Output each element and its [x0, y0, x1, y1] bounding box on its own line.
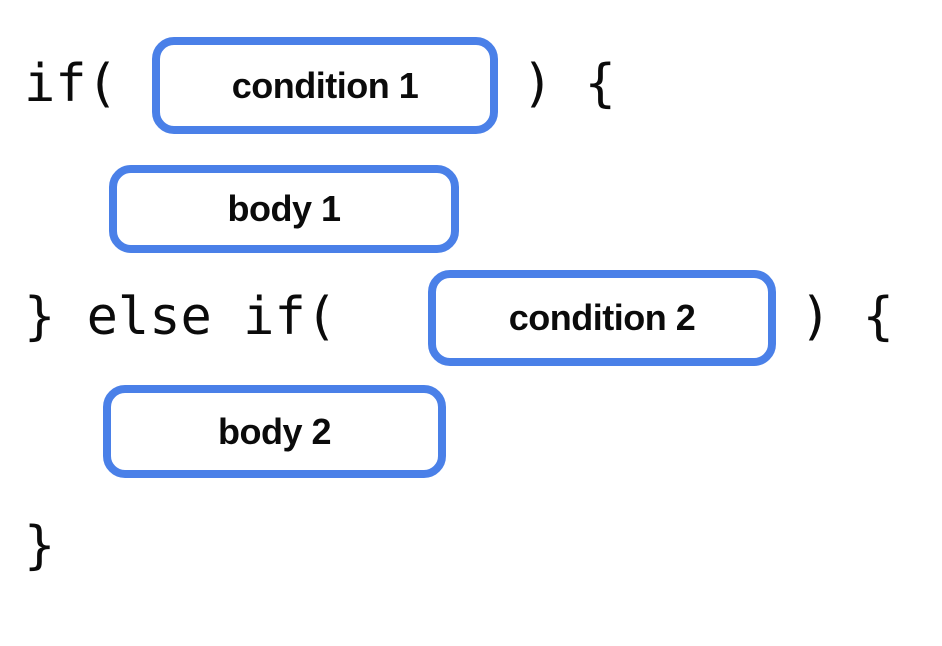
slot-condition-1[interactable]: condition 1 — [152, 37, 498, 134]
slot-condition-1-label: condition 1 — [231, 64, 419, 106]
slot-condition-2[interactable]: condition 2 — [428, 270, 776, 366]
code-if-open-brace: ) { — [522, 54, 616, 114]
code-else-if-open-brace: ) { — [800, 287, 894, 347]
slot-body-1-label: body 1 — [227, 188, 341, 229]
slot-body-1[interactable]: body 1 — [109, 165, 459, 253]
slot-body-2-label: body 2 — [217, 410, 332, 452]
code-else-if-keyword: } else if( — [24, 287, 338, 347]
slot-condition-2-label: condition 2 — [508, 297, 696, 338]
slot-body-2[interactable]: body 2 — [103, 385, 446, 478]
code-closing-brace: } — [24, 516, 56, 576]
code-if-keyword: if( — [24, 54, 118, 114]
